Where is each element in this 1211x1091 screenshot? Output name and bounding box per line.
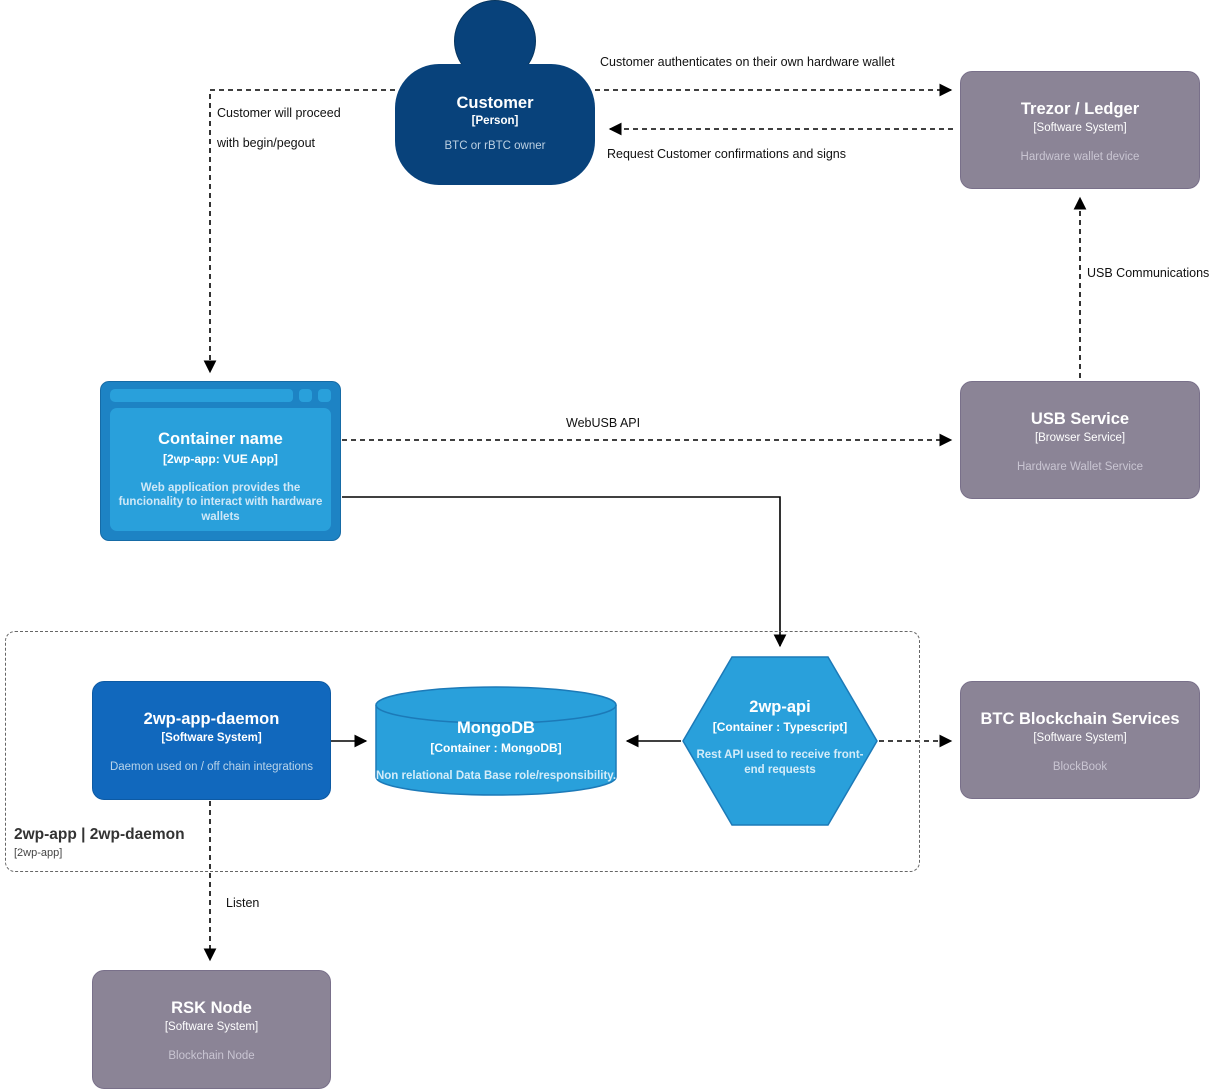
edge-label-customer-proceed-line1: Customer will proceed bbox=[217, 106, 341, 120]
node-subtitle: [Software System] bbox=[161, 731, 262, 744]
node-title: Container name bbox=[158, 430, 283, 448]
edge-label-customer-proceed-line2: with begin/pegout bbox=[217, 136, 315, 150]
node-mongodb[interactable]: MongoDB [Container : MongoDB] Non relati… bbox=[375, 686, 617, 796]
node-title: BTC Blockchain Services bbox=[980, 710, 1180, 728]
browser-button-icon bbox=[318, 389, 331, 402]
node-subtitle: [Software System] bbox=[164, 1020, 259, 1033]
node-description: BlockBook bbox=[1052, 760, 1108, 773]
node-rsk-node[interactable]: RSK Node [Software System] Blockchain No… bbox=[92, 970, 331, 1089]
node-usb-service[interactable]: USB Service [Browser Service] Hardware W… bbox=[960, 381, 1200, 499]
node-subtitle: [Container : MongoDB] bbox=[430, 741, 562, 755]
edge-label-listen: Listen bbox=[226, 896, 260, 910]
node-subtitle: [Person] bbox=[471, 115, 519, 127]
node-2wp-app-daemon[interactable]: 2wp-app-daemon [Software System] Daemon … bbox=[92, 681, 331, 800]
boundary-title: 2wp-app | 2wp-daemon bbox=[14, 826, 185, 843]
node-description: BTC or rBTC owner bbox=[444, 140, 546, 152]
browser-button-icon bbox=[280, 389, 293, 402]
node-subtitle: [Software System] bbox=[1033, 731, 1127, 744]
node-description: Hardware wallet device bbox=[1020, 150, 1140, 163]
node-description: Web application provides the funcionalit… bbox=[118, 482, 323, 523]
node-title: RSK Node bbox=[171, 999, 252, 1017]
edge-label-customer-authenticates: Customer authenticates on their own hard… bbox=[600, 55, 895, 69]
edge-label-webusb-api: WebUSB API bbox=[566, 416, 641, 430]
node-subtitle: [2wp-app: VUE App] bbox=[163, 452, 278, 466]
node-customer[interactable]: Customer [Person] BTC or rBTC owner bbox=[395, 0, 595, 185]
boundary-2wp-app: 2wp-app | 2wp-daemon [2wp-app] bbox=[5, 631, 920, 872]
node-subtitle: [Browser Service] bbox=[1034, 431, 1126, 444]
node-description: Daemon used on / off chain integrations bbox=[109, 760, 314, 773]
node-subtitle: [Container : Typescript] bbox=[712, 720, 848, 734]
node-description: Hardware Wallet Service bbox=[1016, 460, 1144, 473]
node-description: Blockchain Node bbox=[168, 1049, 255, 1062]
node-container-name-webapp[interactable]: Container name [2wp-app: VUE App] Web ap… bbox=[100, 381, 341, 541]
node-title: USB Service bbox=[1030, 410, 1130, 428]
edge-label-request-confirmations: Request Customer confirmations and signs bbox=[607, 147, 847, 161]
node-description: Rest API used to receive front-end reque… bbox=[696, 749, 864, 776]
node-title: 2wp-app-daemon bbox=[143, 710, 280, 728]
node-title: 2wp-api bbox=[749, 698, 811, 716]
node-title: Customer bbox=[456, 94, 534, 112]
hexagon-shape-icon bbox=[682, 656, 878, 826]
edge-label-usb-communications: USB Communications bbox=[1087, 266, 1210, 280]
node-description: Non relational Data Base role/responsibi… bbox=[375, 770, 617, 782]
cylinder-shape-icon bbox=[375, 686, 617, 796]
node-trezor-ledger[interactable]: Trezor / Ledger [Software System] Hardwa… bbox=[960, 71, 1200, 189]
node-2wp-api[interactable]: 2wp-api [Container : Typescript] Rest AP… bbox=[682, 656, 878, 826]
boundary-subtitle: [2wp-app] bbox=[14, 847, 63, 859]
person-body: Customer [Person] BTC or rBTC owner bbox=[395, 64, 595, 185]
browser-button-icon bbox=[299, 389, 312, 402]
node-subtitle: [Software System] bbox=[1033, 121, 1127, 134]
node-title: MongoDB bbox=[457, 719, 535, 737]
browser-content: Container name [2wp-app: VUE App] Web ap… bbox=[110, 408, 331, 531]
browser-addressbar bbox=[110, 389, 288, 402]
node-btc-blockchain-services[interactable]: BTC Blockchain Services [Software System… bbox=[960, 681, 1200, 799]
node-title: Trezor / Ledger bbox=[1020, 100, 1140, 118]
